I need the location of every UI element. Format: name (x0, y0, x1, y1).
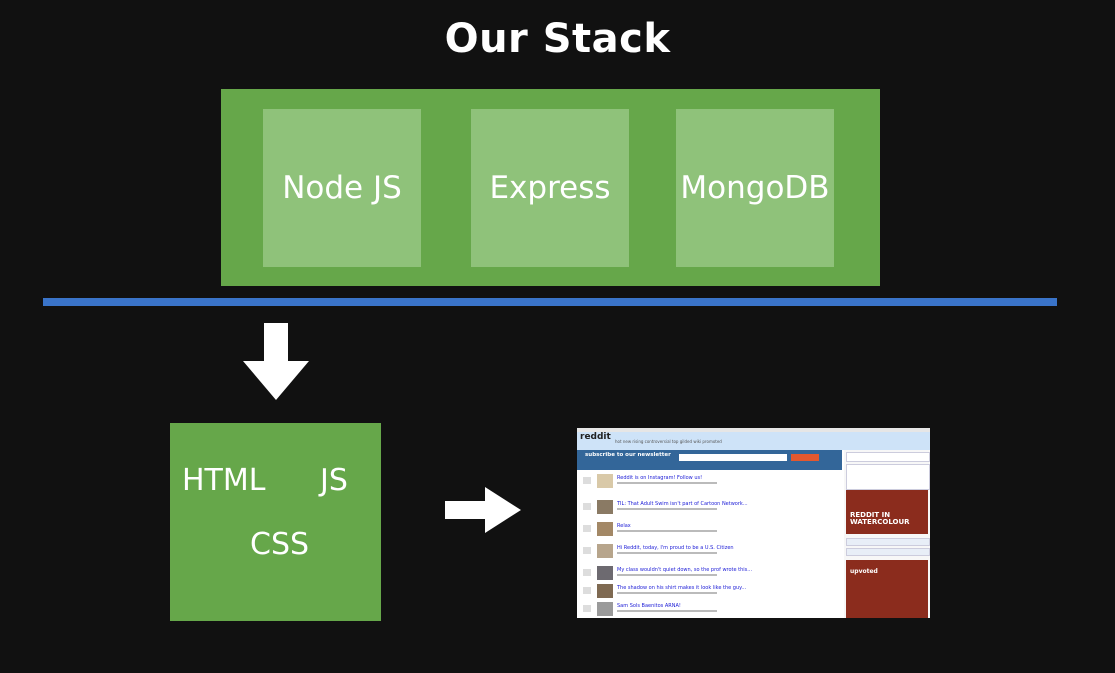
reddit-logo: reddit (580, 432, 611, 442)
website-screenshot: reddit hot new rising controversial top … (577, 428, 930, 618)
post-title: Sam Sols Baenitos ARNA! (617, 603, 681, 609)
thumbnail (597, 474, 613, 488)
slide-title: Our Stack (444, 16, 671, 62)
server-stack-box: Node JS Express MongoDB (221, 89, 880, 286)
search-box (846, 452, 930, 462)
css-label: CSS (250, 527, 310, 562)
list-item: TIL: That Adult Swim isn't part of Carto… (581, 500, 839, 516)
html-label: HTML (182, 463, 266, 498)
vote-icon (583, 503, 591, 510)
post-title: Relax (617, 523, 631, 529)
newsletter-input (679, 454, 787, 461)
login-box (846, 464, 930, 490)
list-item: Relax (581, 522, 839, 538)
node-js-box: Node JS (263, 109, 421, 267)
screenshot-header (577, 432, 930, 450)
post-title: Reddit is on Instagram! Follow us! (617, 475, 703, 481)
post-meta (617, 574, 717, 576)
vote-icon (583, 525, 591, 532)
post-meta (617, 530, 717, 532)
post-title: Hi Reddit, today, I'm proud to be a U.S.… (617, 545, 734, 551)
thumbnail (597, 544, 613, 558)
submit-text-button (846, 548, 930, 556)
down-arrow-icon (243, 323, 309, 400)
vote-icon (583, 605, 591, 612)
js-label: JS (320, 463, 348, 498)
list-item: The shadow on his shirt makes it look li… (581, 584, 839, 600)
thumbnail (597, 522, 613, 536)
list-item: Hi Reddit, today, I'm proud to be a U.S.… (581, 544, 839, 560)
screenshot-tabs: hot new rising controversial top gilded … (615, 439, 722, 444)
screenshot-sidebar: REDDIT IN WATERCOLOUR upvoted (844, 450, 930, 618)
right-arrow-icon (445, 487, 521, 533)
newsletter-text: subscribe to our newsletter (585, 452, 671, 458)
thumbnail (597, 500, 613, 514)
vote-icon (583, 569, 591, 576)
vote-icon (583, 477, 591, 484)
ad-banner (846, 490, 928, 534)
list-item: My class wouldn't quiet down, so the pro… (581, 566, 839, 582)
post-meta (617, 482, 717, 484)
thumbnail (597, 584, 613, 598)
thumbnail (597, 602, 613, 616)
submit-link-button (846, 538, 930, 546)
client-stack-box: HTML JS CSS (170, 423, 381, 621)
screenshot-topbar (577, 428, 930, 432)
thumbnail (597, 566, 613, 580)
post-title: TIL: That Adult Swim isn't part of Carto… (617, 501, 748, 507)
ad-title: REDDIT IN WATERCOLOUR (850, 511, 910, 526)
express-box: Express (471, 109, 629, 267)
vote-icon (583, 547, 591, 554)
server-client-divider (43, 298, 1057, 306)
vote-icon (583, 587, 591, 594)
post-meta (617, 592, 717, 594)
ad-brand: upvoted (850, 568, 878, 575)
mongodb-box: MongoDB (676, 109, 834, 267)
post-meta (617, 508, 717, 510)
list-item: Reddit is on Instagram! Follow us! (581, 474, 839, 490)
ad-banner-2 (846, 560, 928, 618)
post-title: The shadow on his shirt makes it look li… (617, 585, 747, 591)
post-title: My class wouldn't quiet down, so the pro… (617, 567, 753, 573)
newsletter-button (791, 454, 819, 461)
list-item: Sam Sols Baenitos ARNA! (581, 602, 839, 618)
post-meta (617, 610, 717, 612)
post-meta (617, 552, 717, 554)
